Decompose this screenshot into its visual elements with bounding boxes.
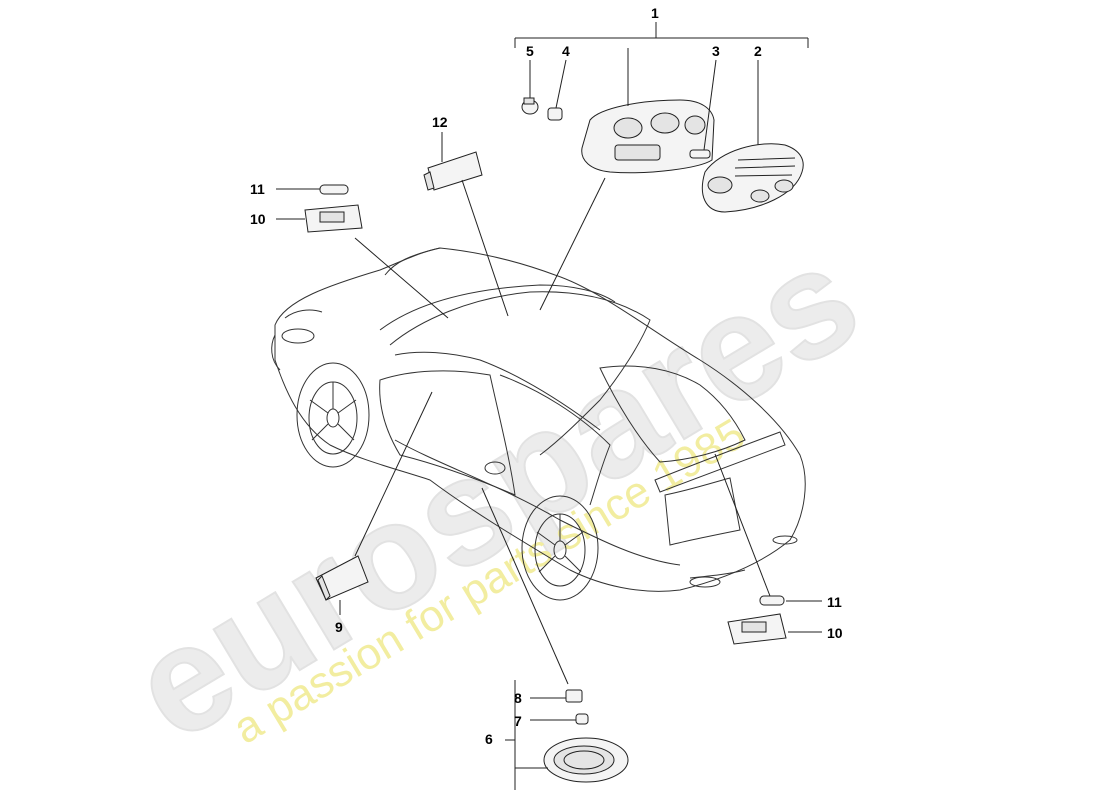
wedge-bulb-4 [547, 107, 563, 121]
callout-10-right: 10 [827, 625, 843, 641]
assembly-bracket [514, 22, 809, 48]
bulb-7 [575, 713, 589, 725]
bulb-holder-8 [565, 689, 583, 703]
callout-10-left: 10 [250, 211, 266, 227]
roof-console-housing [581, 99, 715, 174]
lamp-housing-10-left [304, 204, 363, 233]
callout-1: 1 [651, 5, 659, 21]
callout-3: 3 [712, 43, 720, 59]
callout-12: 12 [432, 114, 448, 130]
callout-8: 8 [514, 690, 522, 706]
callout-labels: 1 2 3 4 5 6 7 8 9 10 10 11 11 12 [250, 5, 843, 747]
lamp-6 [543, 737, 629, 783]
watermark-brand: eurospares [105, 212, 885, 773]
light-module-12 [423, 151, 483, 191]
festoon-bulb-11-left [319, 184, 349, 195]
watermark: eurospares a passion for parts since 198… [104, 211, 886, 774]
callout-9: 9 [335, 619, 343, 635]
callout-11-left: 11 [250, 181, 265, 197]
front-wheel [296, 362, 370, 468]
callout-2: 2 [754, 43, 762, 59]
rear-wheel [521, 495, 599, 601]
callout-6: 6 [485, 731, 493, 747]
lamp-housing-10-right [727, 613, 787, 645]
console-cover [701, 143, 804, 213]
leader-lines [276, 48, 822, 790]
festoon-bulb-3 [689, 149, 711, 159]
festoon-bulb-11-right [759, 595, 785, 606]
callout-7: 7 [514, 713, 522, 729]
callout-11-right: 11 [827, 594, 842, 610]
bulb-socket-5 [521, 97, 539, 115]
callout-4: 4 [562, 43, 570, 59]
callout-5: 5 [526, 43, 534, 59]
lamp-module-9 [315, 555, 369, 601]
